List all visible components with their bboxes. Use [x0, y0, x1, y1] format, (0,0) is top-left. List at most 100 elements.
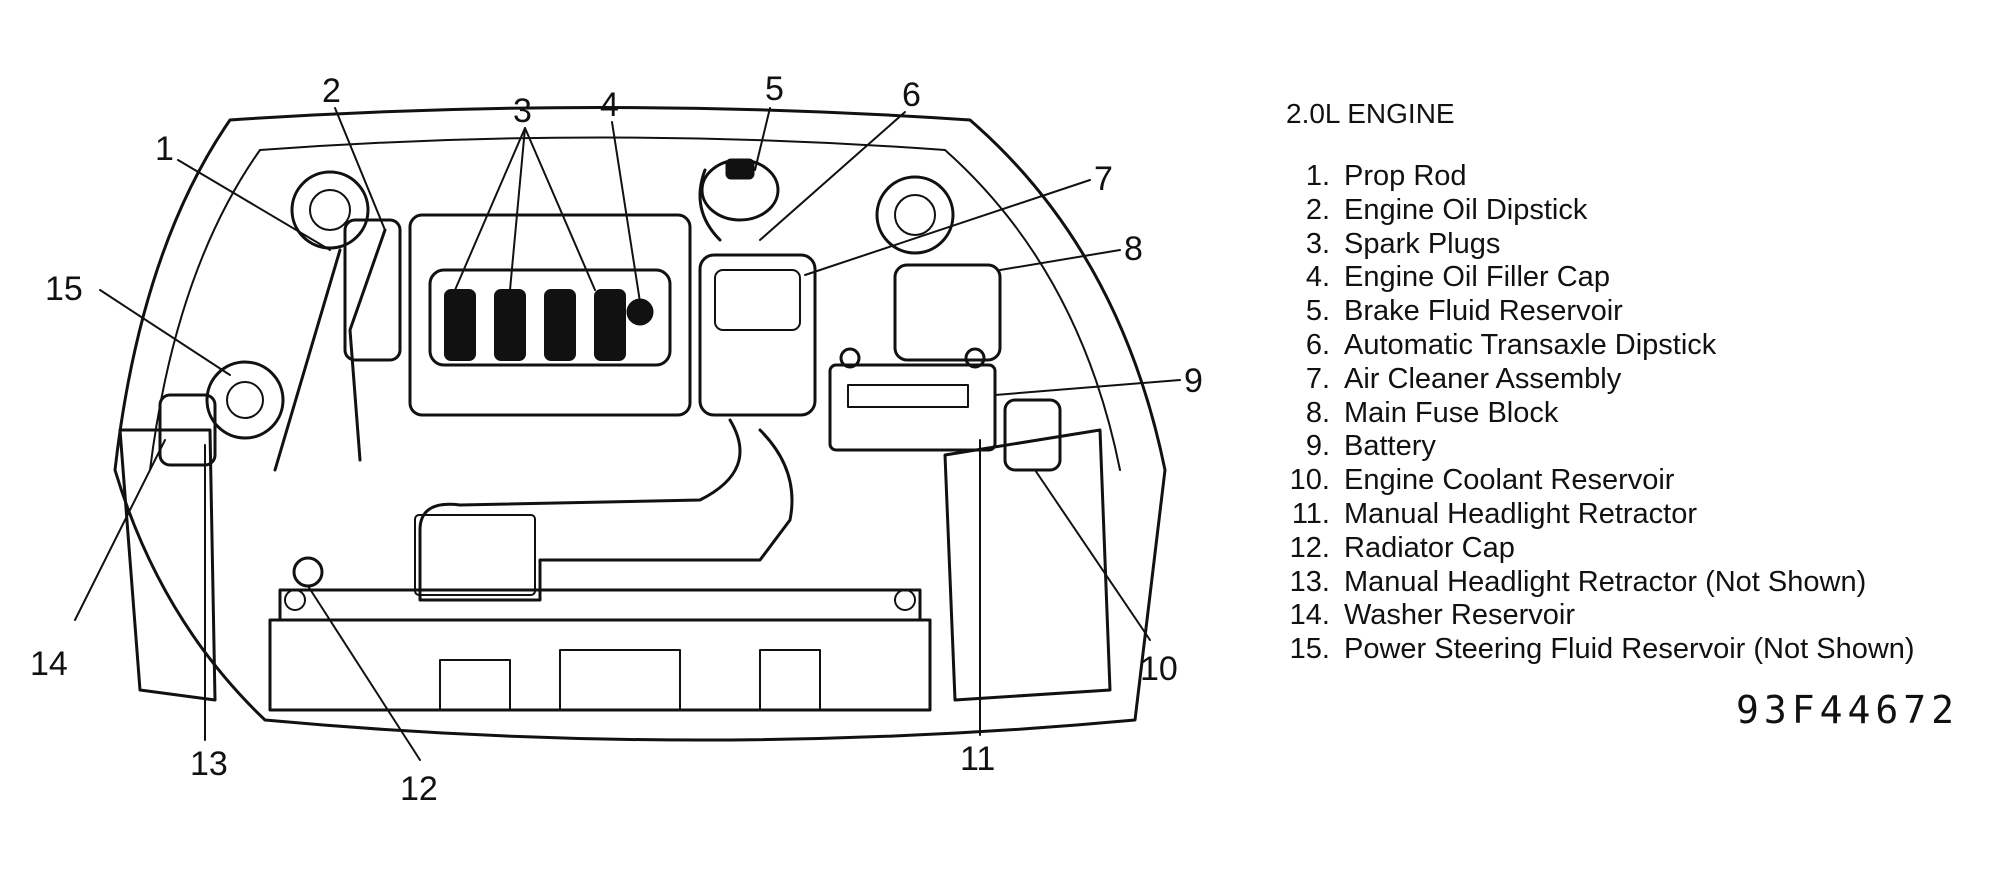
leader-10 — [1034, 469, 1151, 641]
legend-text: Main Fuse Block — [1344, 396, 1559, 429]
oil-filler-cap — [626, 298, 654, 326]
engine-block — [408, 213, 692, 417]
callout-14: 14 — [30, 645, 68, 683]
engine-illustration — [113, 106, 1167, 742]
legend-number: 3. — [1305, 227, 1330, 260]
legend-number: 10. — [1289, 464, 1330, 497]
legend-text: Air Cleaner Assembly — [1344, 362, 1622, 395]
legend-item: 1. Prop Rod — [1280, 160, 1990, 194]
legend-number: 1. — [1305, 160, 1330, 192]
legend-text: Brake Fluid Reservoir — [1344, 295, 1623, 328]
hood-inner-line — [259, 136, 1121, 471]
legend-text: Battery — [1344, 430, 1436, 463]
legend-number: 13. — [1289, 565, 1330, 598]
legend-item: 10. Engine Coolant Reservoir — [1280, 464, 1990, 498]
radiator-cap — [292, 556, 324, 588]
legend-item: 6. Automatic Transaxle Dipstick — [1280, 329, 1990, 363]
power-steering-cap — [226, 381, 264, 419]
legend-number: 5. — [1305, 295, 1330, 328]
legend-text: Engine Coolant Reservoir — [1344, 464, 1675, 497]
radiator — [278, 588, 922, 622]
brake-line — [698, 168, 722, 242]
leader-1 — [177, 159, 331, 251]
leader-12 — [307, 585, 421, 761]
legend-text: Automatic Transaxle Dipstick — [1344, 328, 1717, 361]
front-crossmember — [268, 618, 932, 712]
callout-2: 2 — [322, 72, 341, 110]
legend-number: 11. — [1291, 497, 1330, 530]
brake-reservoir-cap — [725, 158, 755, 180]
legend-item: 15. Power Steering Fluid Reservoir (Not S… — [1280, 633, 1990, 667]
air-cleaner-lid — [714, 269, 801, 331]
legend-item: 2. Engine Oil Dipstick — [1280, 194, 1990, 228]
legend-item: 4. Engine Oil Filler Cap — [1280, 261, 1990, 295]
leader-2 — [334, 107, 386, 231]
legend-text: Prop Rod — [1344, 160, 1467, 192]
parts-legend: 2.0L ENGINE 1. Prop Rod 2. Engine Oil Dips… — [1280, 98, 1990, 667]
battery — [828, 363, 997, 452]
coil-pack-2 — [494, 289, 526, 361]
legend-item: 5. Brake Fluid Reservoir — [1280, 295, 1990, 329]
intake-runner-left — [343, 218, 402, 362]
callout-9: 9 — [1184, 362, 1203, 400]
callout-labels: 1 2 3 4 5 6 7 8 9 10 11 12 13 14 15 — [30, 70, 1203, 808]
callout-1: 1 — [155, 130, 174, 168]
legend-item: 3. Spark Plugs — [1280, 228, 1990, 262]
left-fender — [118, 428, 217, 702]
callout-5: 5 — [765, 70, 784, 108]
legend-item: 7. Air Cleaner Assembly — [1280, 363, 1990, 397]
left-strut-tower-inner — [309, 189, 351, 231]
legend-number: 7. — [1305, 362, 1330, 395]
prop-rod — [273, 248, 342, 472]
callout-3: 3 — [513, 92, 532, 130]
coil-pack-1 — [444, 289, 476, 361]
legend-number: 6. — [1305, 328, 1330, 361]
callout-15: 15 — [45, 270, 83, 308]
air-cleaner — [698, 253, 817, 417]
callout-11: 11 — [960, 740, 995, 778]
main-fuse-block — [893, 263, 1002, 362]
leader-4 — [611, 121, 641, 303]
legend-number: 4. — [1305, 261, 1330, 294]
crossmember-bracket-left — [439, 659, 511, 711]
battery-terminal-pos — [839, 347, 861, 369]
battery-label — [847, 384, 969, 408]
leader-8 — [999, 249, 1121, 271]
legend-text: Radiator Cap — [1344, 531, 1515, 564]
legend-text: Manual Headlight Retractor — [1344, 497, 1698, 530]
callout-6: 6 — [902, 76, 921, 114]
legend-text: Power Steering Fluid Reservoir (Not Show… — [1344, 633, 1915, 666]
intake-plenum — [414, 514, 536, 596]
front-bolt-right — [894, 589, 916, 611]
right-fender — [943, 428, 1112, 702]
figure-code: 93F44672 — [1735, 688, 1959, 732]
dipstick-tube — [348, 228, 387, 462]
valve-cover — [428, 268, 672, 367]
leader-15 — [99, 289, 231, 376]
power-steering-reservoir — [205, 360, 285, 440]
legend-text: Manual Headlight Retractor (Not Shown) — [1344, 565, 1867, 598]
crossmember-bracket-center — [559, 649, 681, 711]
legend-list: 1. Prop Rod 2. Engine Oil Dipstick 3. Spark… — [1280, 160, 1990, 667]
callout-7: 7 — [1094, 160, 1113, 198]
legend-number: 14. — [1289, 599, 1330, 632]
legend-text: Spark Plugs — [1344, 227, 1501, 260]
callout-12: 12 — [400, 770, 438, 808]
legend-item: 14. Washer Reservoir — [1280, 599, 1990, 633]
right-strut-tower-inner — [894, 194, 936, 236]
legend-item: 11. Manual Headlight Retractor — [1280, 498, 1990, 532]
leader-6 — [759, 111, 906, 241]
battery-terminal-neg — [964, 347, 986, 369]
legend-item: 9.Battery — [1280, 430, 1990, 464]
legend-number: 2. — [1305, 193, 1330, 226]
leader-3b — [509, 127, 526, 291]
hood-outline — [113, 106, 1167, 742]
crossmember-bracket-right — [759, 649, 821, 711]
legend-item: 13. Manual Headlight Retractor (Not Shown… — [1280, 566, 1990, 600]
coolant-reservoir — [1003, 398, 1062, 472]
legend-number: 15. — [1289, 633, 1330, 666]
legend-text: Engine Oil Filler Cap — [1344, 261, 1610, 294]
legend-text: Engine Oil Dipstick — [1344, 193, 1588, 226]
engine-title: 2.0L ENGINE — [1286, 98, 1455, 129]
legend-text: Washer Reservoir — [1344, 599, 1575, 632]
